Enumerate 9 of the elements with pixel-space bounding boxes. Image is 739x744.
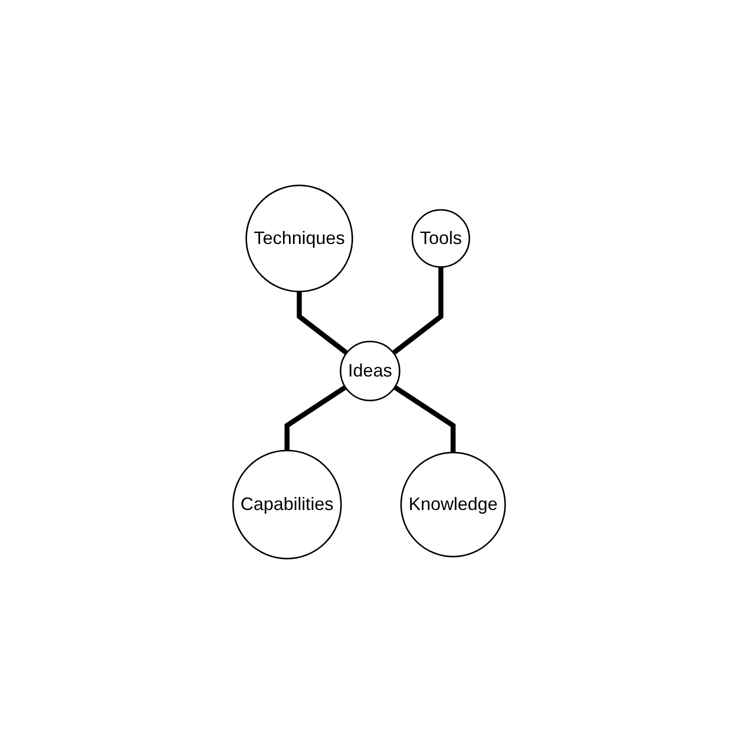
node-circle: Knowledge [400,452,506,558]
connector [394,385,456,453]
connector [284,385,348,451]
node-circle: Ideas [340,340,401,402]
connector [297,291,349,355]
connector [392,266,444,355]
node-circle: Capabilities [232,450,342,560]
node-circle: Tools [412,209,471,268]
node-circle: Techniques [246,184,354,292]
